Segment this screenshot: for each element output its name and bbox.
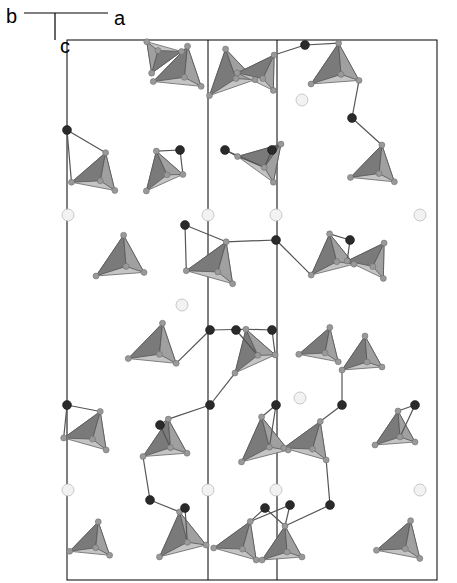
oxygen-atoms (61, 39, 423, 563)
axis-line (24, 12, 108, 13)
axis-label: b (6, 6, 17, 26)
tetrahedron (96, 235, 144, 276)
tetrahedron (311, 43, 359, 84)
tetrahedron (146, 151, 183, 191)
bonds (64, 43, 415, 542)
tetrahedron (159, 512, 206, 557)
tetrahedron (64, 411, 106, 449)
tetrahedron (70, 522, 110, 555)
tetrahedron (241, 417, 288, 462)
tetrahedron (235, 329, 275, 373)
tetrahedron (311, 234, 354, 275)
tetrahedron (375, 411, 415, 445)
axis-line (54, 13, 55, 40)
tetrahedron (350, 145, 394, 182)
tetrahedron (284, 421, 326, 459)
axis-label: a (114, 8, 125, 28)
tetrahedron (347, 243, 384, 278)
tetrahedron (147, 42, 182, 73)
tetrahedron (376, 521, 419, 559)
tetrahedron (214, 521, 256, 559)
tetrahedra (64, 42, 420, 560)
cation-spheres (62, 94, 426, 496)
dark-atoms (63, 41, 420, 513)
tetrahedron (262, 526, 302, 560)
tetrahedron (143, 419, 187, 456)
tetrahedron (237, 55, 274, 90)
tetrahedron (186, 242, 232, 284)
tetrahedron (128, 323, 176, 363)
tetrahedron (71, 153, 114, 191)
tetrahedron (238, 144, 281, 182)
unit-cell (67, 40, 437, 580)
tetrahedron (299, 327, 338, 361)
tetrahedron (342, 336, 382, 370)
axis-label: c (60, 36, 70, 56)
